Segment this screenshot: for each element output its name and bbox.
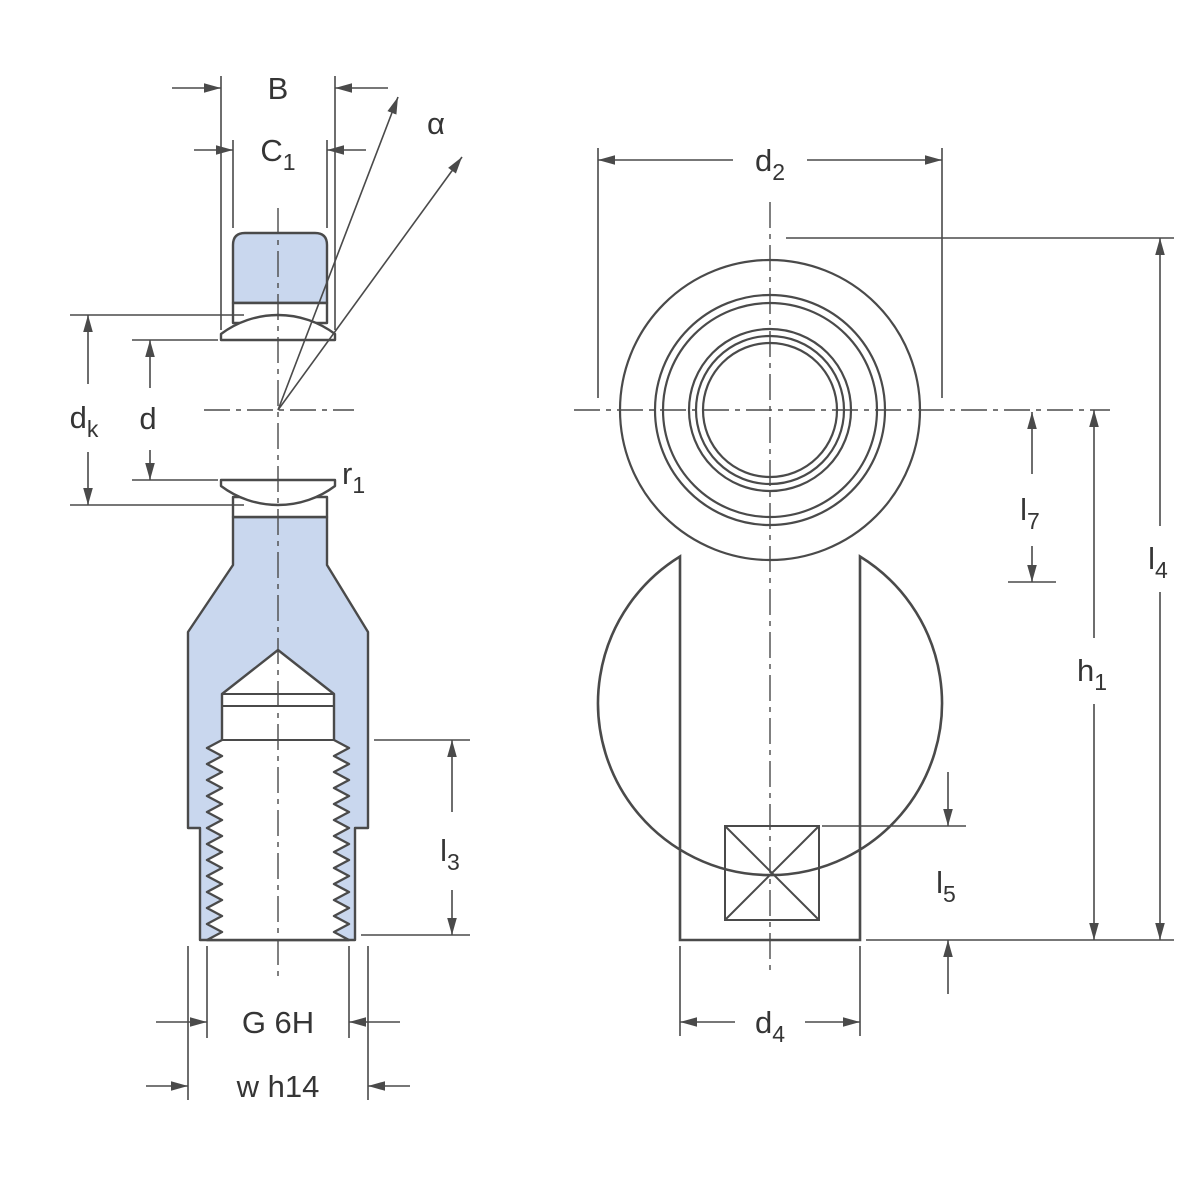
dimension-C1: C1 xyxy=(194,133,366,228)
flat-square xyxy=(724,825,820,921)
label-h1: h1 xyxy=(1077,653,1107,695)
dimension-d: d xyxy=(132,339,218,481)
dimension-l7: l7 xyxy=(1008,412,1056,583)
dimension-l3: l3 xyxy=(361,739,470,936)
angle-leg xyxy=(277,156,463,411)
housing-top-section xyxy=(231,231,329,305)
left-view-section: B C1 α dk d xyxy=(70,71,470,1104)
dimension-B: B xyxy=(172,71,388,330)
dimension-G6H: G 6H xyxy=(156,946,400,1040)
rod-end-outline xyxy=(596,554,944,942)
label-l5: l5 xyxy=(936,865,956,907)
label-C1: C1 xyxy=(260,133,295,175)
dimension-dk: dk xyxy=(70,314,244,506)
label-l4: l4 xyxy=(1148,541,1168,583)
label-d: d xyxy=(139,401,156,436)
label-d4: d4 xyxy=(755,1005,785,1047)
dimension-wh14: w h14 xyxy=(146,946,410,1104)
wrench-flat-marker xyxy=(724,825,820,921)
dimension-l4: l4 xyxy=(786,237,1174,941)
inner-ring-bottom-section xyxy=(219,478,337,507)
angle-leg xyxy=(277,96,399,411)
right-view-side: d2 l4 h1 l7 l5 xyxy=(574,143,1174,1047)
label-G6H: G 6H xyxy=(242,1005,314,1040)
label-B: B xyxy=(268,71,289,106)
label-d2: d2 xyxy=(755,143,785,185)
dimension-h1: h1 xyxy=(1077,410,1107,940)
label-r1: r1 xyxy=(342,456,365,498)
label-dk: dk xyxy=(70,400,99,442)
label-l3: l3 xyxy=(440,833,460,875)
dimension-l5: l5 xyxy=(822,772,966,994)
dimension-alpha: α xyxy=(277,96,463,411)
label-alpha: α xyxy=(427,106,445,141)
dimension-d4: d4 xyxy=(679,946,861,1047)
label-l7: l7 xyxy=(1020,492,1040,534)
label-wh14: w h14 xyxy=(236,1069,320,1104)
dimension-d2: d2 xyxy=(597,143,943,398)
flat-diagonal xyxy=(724,825,820,921)
